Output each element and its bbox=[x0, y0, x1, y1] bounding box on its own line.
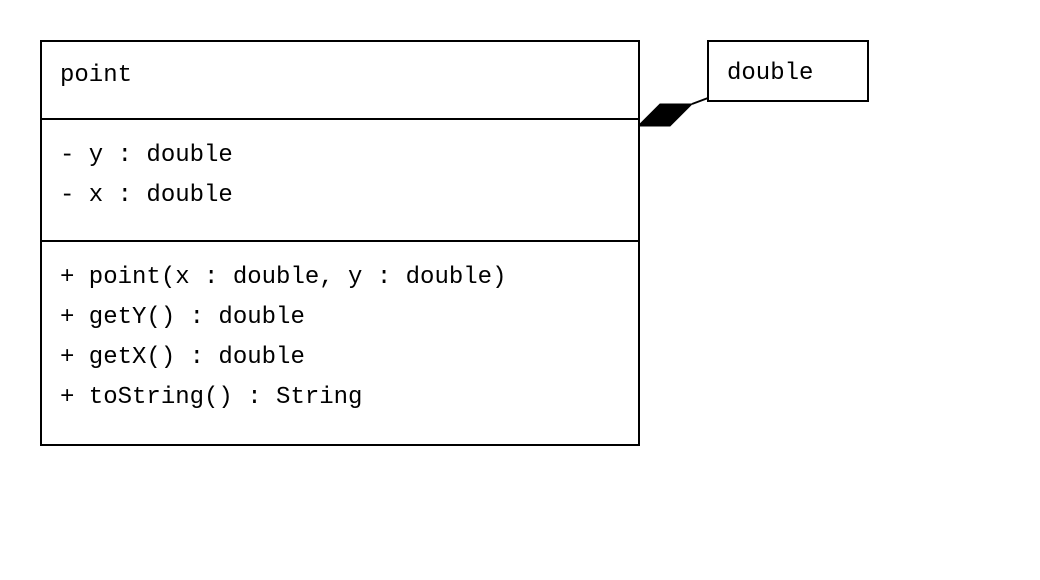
type-name: double bbox=[727, 60, 814, 87]
composition-diamond-icon bbox=[636, 103, 694, 127]
operation-line: + toString() : String bbox=[60, 384, 363, 411]
attribute-line: - y : double bbox=[60, 142, 233, 169]
operations-compartment: + point(x : double, y : double) + getY()… bbox=[42, 244, 638, 444]
type-box-double[interactable]: double bbox=[707, 40, 869, 102]
class-box-point[interactable]: point - y : double - x : double + point(… bbox=[40, 40, 640, 446]
operation-line: + getX() : double bbox=[60, 344, 305, 371]
class-name-compartment: point bbox=[42, 42, 638, 120]
attributes-compartment: - y : double - x : double bbox=[42, 122, 638, 242]
operation-line: + point(x : double, y : double) bbox=[60, 264, 507, 291]
class-name: point bbox=[60, 62, 133, 89]
attribute-line: - x : double bbox=[60, 182, 233, 209]
composition-link-line bbox=[691, 97, 709, 105]
operation-line: + getY() : double bbox=[60, 304, 305, 331]
